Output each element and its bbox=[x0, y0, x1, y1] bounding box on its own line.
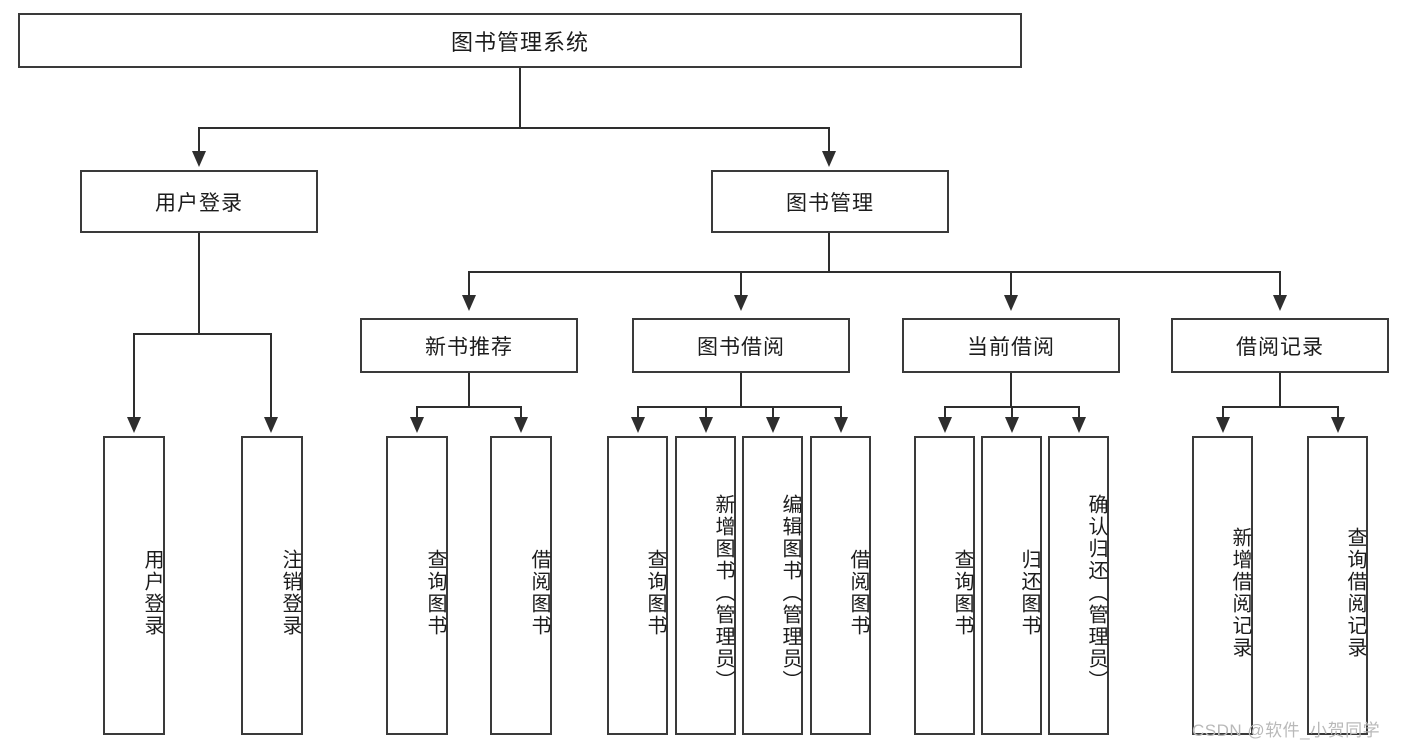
node-leaf-query-book-3[interactable]: 查询图书 bbox=[914, 436, 975, 735]
arrow-leaf-logout-login-icon bbox=[264, 417, 278, 433]
arrow-leaf-return-book-icon bbox=[1005, 417, 1019, 433]
node-leaf-return-book[interactable]: 归还图书 bbox=[981, 436, 1042, 735]
edge-current-borrow-stem bbox=[1010, 373, 1012, 407]
node-leaf-confirm-return[interactable]: 确认归还（管理员） bbox=[1048, 436, 1109, 735]
arrow-leaf-borrow-book-2-icon bbox=[834, 417, 848, 433]
arrow-leaf-add-record-icon bbox=[1216, 417, 1230, 433]
node-leaf-add-record[interactable]: 新增借阅记录 bbox=[1192, 436, 1253, 735]
arrow-leaf-query-book-2-icon bbox=[631, 417, 645, 433]
node-book-borrow[interactable]: 图书借阅 bbox=[632, 318, 850, 373]
edge-current-borrow-c2 bbox=[1011, 406, 1013, 419]
edge-new-book-c2 bbox=[520, 406, 522, 419]
edge-user-login-right bbox=[270, 333, 272, 419]
arrow-to-borrow-record-icon bbox=[1273, 295, 1287, 311]
arrow-leaf-query-record-icon bbox=[1331, 417, 1345, 433]
arrow-to-user-login-icon bbox=[192, 151, 206, 167]
edge-book-borrow-c3 bbox=[772, 406, 774, 419]
edge-borrow-record-bar bbox=[1222, 406, 1338, 408]
node-current-borrow[interactable]: 当前借阅 bbox=[902, 318, 1120, 373]
node-new-book-recommend[interactable]: 新书推荐 bbox=[360, 318, 578, 373]
edge-user-login-stem bbox=[198, 233, 200, 334]
edge-to-new-book-recommend bbox=[468, 271, 470, 297]
edge-to-book-management bbox=[828, 127, 830, 153]
edge-level1-bar bbox=[198, 127, 830, 129]
edge-borrow-record-c1 bbox=[1222, 406, 1224, 419]
node-leaf-borrow-book-1[interactable]: 借阅图书 bbox=[490, 436, 552, 735]
watermark-csdn: CSDN @软件_小贺同学 bbox=[1192, 721, 1381, 740]
node-root-book-management-system[interactable]: 图书管理系统 bbox=[18, 13, 1022, 68]
arrow-to-new-book-recommend-icon bbox=[462, 295, 476, 311]
node-book-management[interactable]: 图书管理 bbox=[711, 170, 949, 233]
edge-book-borrow-c1 bbox=[637, 406, 639, 419]
edge-borrow-record-c2 bbox=[1337, 406, 1339, 419]
arrow-to-current-borrow-icon bbox=[1004, 295, 1018, 311]
node-leaf-query-book-1[interactable]: 查询图书 bbox=[386, 436, 448, 735]
arrow-leaf-add-book-icon bbox=[699, 417, 713, 433]
node-borrow-record[interactable]: 借阅记录 bbox=[1171, 318, 1389, 373]
edge-new-book-stem bbox=[468, 373, 470, 407]
arrow-leaf-borrow-book-1-icon bbox=[514, 417, 528, 433]
edge-book-borrow-c2 bbox=[705, 406, 707, 419]
edge-level3-bar bbox=[468, 271, 1280, 273]
arrow-leaf-user-login-icon bbox=[127, 417, 141, 433]
arrow-leaf-edit-book-icon bbox=[766, 417, 780, 433]
node-user-login[interactable]: 用户登录 bbox=[80, 170, 318, 233]
arrow-leaf-query-book-3-icon bbox=[938, 417, 952, 433]
node-leaf-borrow-book-2[interactable]: 借阅图书 bbox=[810, 436, 871, 735]
arrow-to-book-borrow-icon bbox=[734, 295, 748, 311]
arrow-to-book-management-icon bbox=[822, 151, 836, 167]
edge-current-borrow-c3 bbox=[1078, 406, 1080, 419]
node-leaf-query-book-2[interactable]: 查询图书 bbox=[607, 436, 668, 735]
node-leaf-add-book[interactable]: 新增图书（管理员） bbox=[675, 436, 736, 735]
edge-new-book-bar bbox=[416, 406, 522, 408]
edge-book-management-stem bbox=[828, 233, 830, 273]
arrow-leaf-confirm-return-icon bbox=[1072, 417, 1086, 433]
edge-to-book-borrow bbox=[740, 271, 742, 297]
edge-book-borrow-stem bbox=[740, 373, 742, 407]
edge-to-current-borrow bbox=[1010, 271, 1012, 297]
node-leaf-logout-login[interactable]: 注销登录 bbox=[241, 436, 303, 735]
edge-user-login-bar bbox=[133, 333, 270, 335]
node-leaf-user-login[interactable]: 用户登录 bbox=[103, 436, 165, 735]
edge-borrow-record-stem bbox=[1279, 373, 1281, 407]
edge-book-borrow-bar bbox=[637, 406, 842, 408]
edge-book-borrow-c4 bbox=[840, 406, 842, 419]
edge-new-book-c1 bbox=[416, 406, 418, 419]
arrow-leaf-query-book-1-icon bbox=[410, 417, 424, 433]
edge-to-borrow-record bbox=[1279, 271, 1281, 297]
edge-current-borrow-c1 bbox=[944, 406, 946, 419]
edge-root-stem bbox=[519, 68, 521, 128]
node-leaf-query-record[interactable]: 查询借阅记录 bbox=[1307, 436, 1368, 735]
node-leaf-edit-book[interactable]: 编辑图书（管理员） bbox=[742, 436, 803, 735]
edge-to-user-login bbox=[198, 127, 200, 153]
edge-user-login-left bbox=[133, 333, 135, 419]
